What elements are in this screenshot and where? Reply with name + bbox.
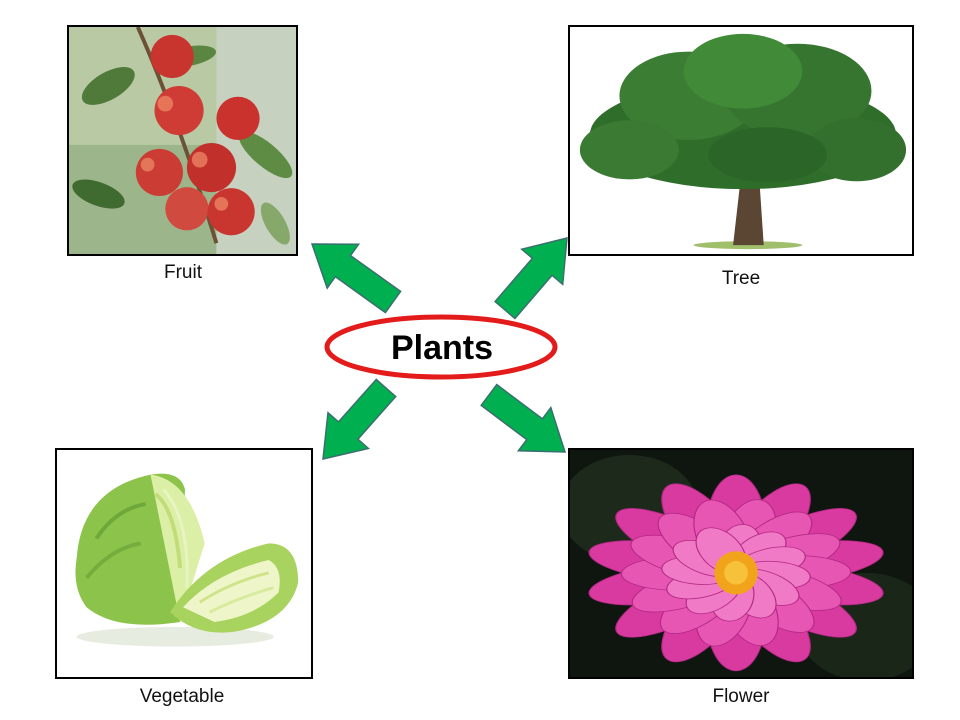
center-ellipse: [324, 314, 558, 380]
arrow-to-tree: [494, 237, 568, 320]
vegetable-image: [55, 448, 313, 679]
arrow-to-fruit: [310, 243, 402, 314]
tree-image: [568, 25, 914, 256]
center-label: Plants: [390, 328, 494, 367]
arrow-to-vegetable: [322, 378, 397, 460]
fruit-image: [67, 25, 298, 256]
arrow-to-flower: [480, 383, 567, 453]
flower-image: [568, 448, 914, 679]
tree-caption: Tree: [721, 268, 761, 289]
fruit-caption: Fruit: [164, 262, 202, 283]
vegetable-caption: Vegetable: [139, 686, 225, 707]
flower-caption: Flower: [712, 686, 770, 707]
